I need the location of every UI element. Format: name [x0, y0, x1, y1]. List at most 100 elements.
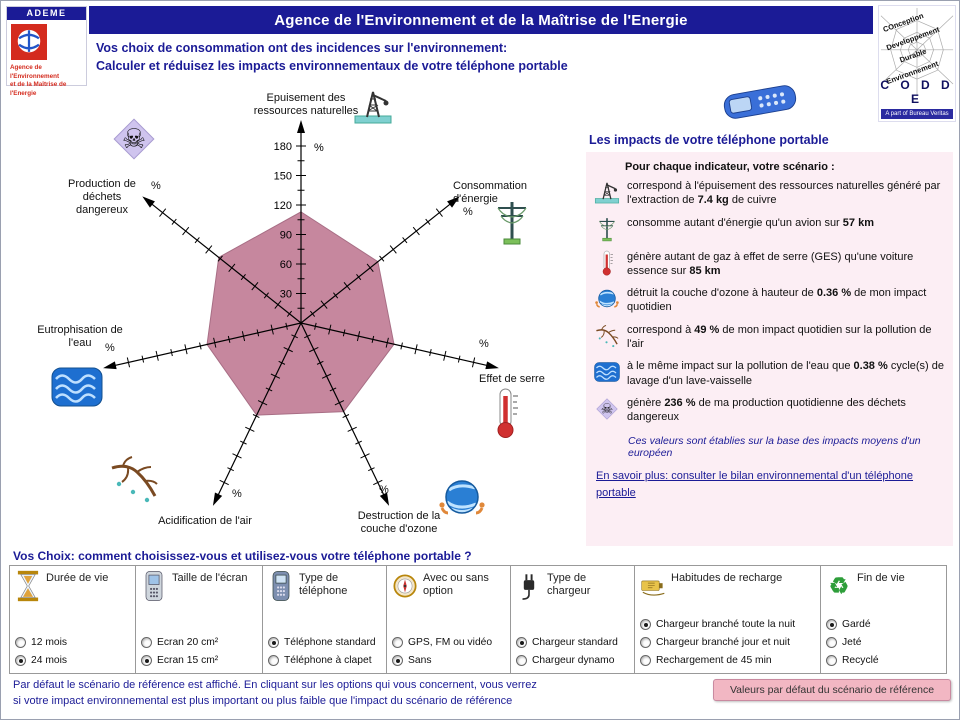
radio-label: Téléphone standard — [284, 637, 376, 648]
svg-text:150: 150 — [274, 171, 292, 183]
radio-selected[interactable] — [141, 655, 152, 666]
compass-icon — [392, 570, 418, 602]
radio-selected[interactable] — [826, 619, 837, 630]
impact-item: correspond à l'épuisement des ressources… — [594, 179, 945, 208]
radio-unselected[interactable] — [268, 655, 279, 666]
radio-unselected[interactable] — [640, 637, 651, 648]
axis-label-energy: Consommation d'énergie — [453, 180, 527, 206]
radio-selected[interactable] — [392, 655, 403, 666]
axis-label-resources: Epuisement des ressources naturelles — [253, 92, 359, 118]
more-info-link[interactable]: En savoir plus: consulter le bilan envir… — [596, 469, 914, 500]
impacts-title: Les impacts de votre téléphone portable — [589, 133, 829, 147]
choice-group-label: Type de téléphone — [299, 572, 348, 598]
radio-selected[interactable] — [516, 637, 527, 648]
radio-option[interactable]: Chargeur dynamo — [516, 655, 629, 666]
choice-group-header: Habitudes de recharge — [640, 570, 815, 602]
radio-unselected[interactable] — [826, 637, 837, 648]
radio-selected[interactable] — [15, 655, 26, 666]
skull-icon: ☠ — [594, 396, 620, 422]
radio-option[interactable]: Gardé — [826, 619, 941, 630]
footer-line-2: si votre impact environnemental est plus… — [13, 694, 513, 707]
recycle-icon: ♻ — [826, 570, 852, 602]
radio-label: Rechargement de 45 min — [656, 655, 772, 666]
thermometer-icon — [594, 250, 620, 276]
impact-text: génère autant de gaz à effet de serre (G… — [627, 250, 914, 277]
radio-unselected[interactable] — [516, 655, 527, 666]
svg-text:180: 180 — [274, 141, 292, 153]
default-scenario-button[interactable]: Valeurs par défaut du scénario de référe… — [713, 679, 951, 701]
choice-group-label: Avec ou sans option — [423, 572, 489, 598]
axis-unit-water: % — [105, 342, 115, 354]
radio-selected[interactable] — [268, 637, 279, 648]
impact-item: génère autant de gaz à effet de serre (G… — [594, 250, 945, 279]
radio-label: Chargeur branché jour et nuit — [656, 637, 790, 648]
skull-icon: ☠ — [109, 114, 159, 169]
radio-option[interactable]: Chargeur branché toute la nuit — [640, 619, 815, 630]
radio-option[interactable]: Rechargement de 45 min — [640, 655, 815, 666]
choice-group-header: Taille de l'écran — [141, 570, 257, 602]
codde-acronym: C O D D E — [880, 78, 954, 106]
thermometer-icon — [489, 387, 523, 444]
axis-unit-ozone: % — [379, 484, 389, 496]
choice-group-label: Habitudes de recharge — [671, 572, 783, 584]
globe-icon — [594, 286, 620, 312]
axis-label-ozone: Destruction de la couche d'ozone — [357, 510, 441, 536]
radio-unselected[interactable] — [640, 655, 651, 666]
choice-group-header: Type de chargeur — [516, 570, 629, 602]
ademe-tagline-1: Agence de l'Environnement — [10, 64, 60, 80]
radio-selected[interactable] — [640, 619, 651, 630]
impact-item: à le même impact sur la pollution de l'e… — [594, 359, 945, 388]
codde-logo: COnception Developpement Durable Environ… — [878, 5, 956, 122]
battery-icon — [640, 570, 666, 602]
radio-option[interactable]: Téléphone à clapet — [268, 655, 381, 666]
radio-unselected[interactable] — [141, 637, 152, 648]
impact-text: correspond à 49 % de mon impact quotidie… — [627, 323, 932, 351]
ademe-name: ADEME — [7, 7, 86, 20]
radio-option[interactable]: Chargeur standard — [516, 637, 629, 648]
radio-option[interactable]: Jeté — [826, 637, 941, 648]
radio-option[interactable]: Ecran 20 cm² — [141, 637, 257, 648]
radio-option[interactable]: Chargeur branché jour et nuit — [640, 637, 815, 648]
radio-option[interactable]: GPS, FM ou vidéo — [392, 637, 505, 648]
radio-option[interactable]: Ecran 15 cm² — [141, 655, 257, 666]
impact-text: correspond à l'épuisement des ressources… — [627, 180, 941, 207]
codde-subtitle: A part of Bureau Veritas — [881, 109, 953, 119]
svg-text:♻: ♻ — [829, 574, 849, 599]
radio-label: Sans — [408, 655, 432, 666]
choice-options: Ecran 20 cm² Ecran 15 cm² — [141, 637, 257, 669]
impact-item: correspond à 49 % de mon impact quotidie… — [594, 323, 945, 352]
powerline-icon — [594, 216, 620, 242]
branch-icon — [107, 454, 161, 509]
page-title: Agence de l'Environnement et de la Maîtr… — [274, 11, 688, 29]
impact-item: détruit la couche d'ozone à hauteur de 0… — [594, 286, 945, 315]
choice-group-header: Type de téléphone — [268, 570, 381, 602]
intro-line-1: Vos choix de consommation ont des incide… — [96, 41, 508, 55]
radio-unselected[interactable] — [392, 637, 403, 648]
svg-text:90: 90 — [280, 230, 292, 242]
radio-option[interactable]: Téléphone standard — [268, 637, 381, 648]
intro-line-2: Calculer et réduisez les impacts environ… — [96, 58, 568, 73]
radio-unselected[interactable] — [15, 637, 26, 648]
radio-option[interactable]: Recyclé — [826, 655, 941, 666]
impacts-panel: Pour chaque indicateur, votre scénario :… — [586, 152, 953, 546]
axis-label-air: Acidification de l'air — [158, 515, 252, 527]
radio-unselected[interactable] — [826, 655, 837, 666]
impacts-note: Ces valeurs sont établies sur la base de… — [628, 434, 921, 459]
impact-item: ☠génère 236 % de ma production quotidien… — [594, 396, 945, 425]
radio-label: Ecran 15 cm² — [157, 655, 219, 666]
svg-text:120: 120 — [274, 200, 292, 212]
axis-unit-waste: % — [151, 180, 161, 192]
radio-option[interactable]: Sans — [392, 655, 505, 666]
radio-option[interactable]: 24 mois — [15, 655, 130, 666]
radio-option[interactable]: 12 mois — [15, 637, 130, 648]
radio-label: Ecran 20 cm² — [157, 637, 219, 648]
ademe-logo: ADEME Agence de l'Environnement et de la… — [6, 6, 87, 97]
